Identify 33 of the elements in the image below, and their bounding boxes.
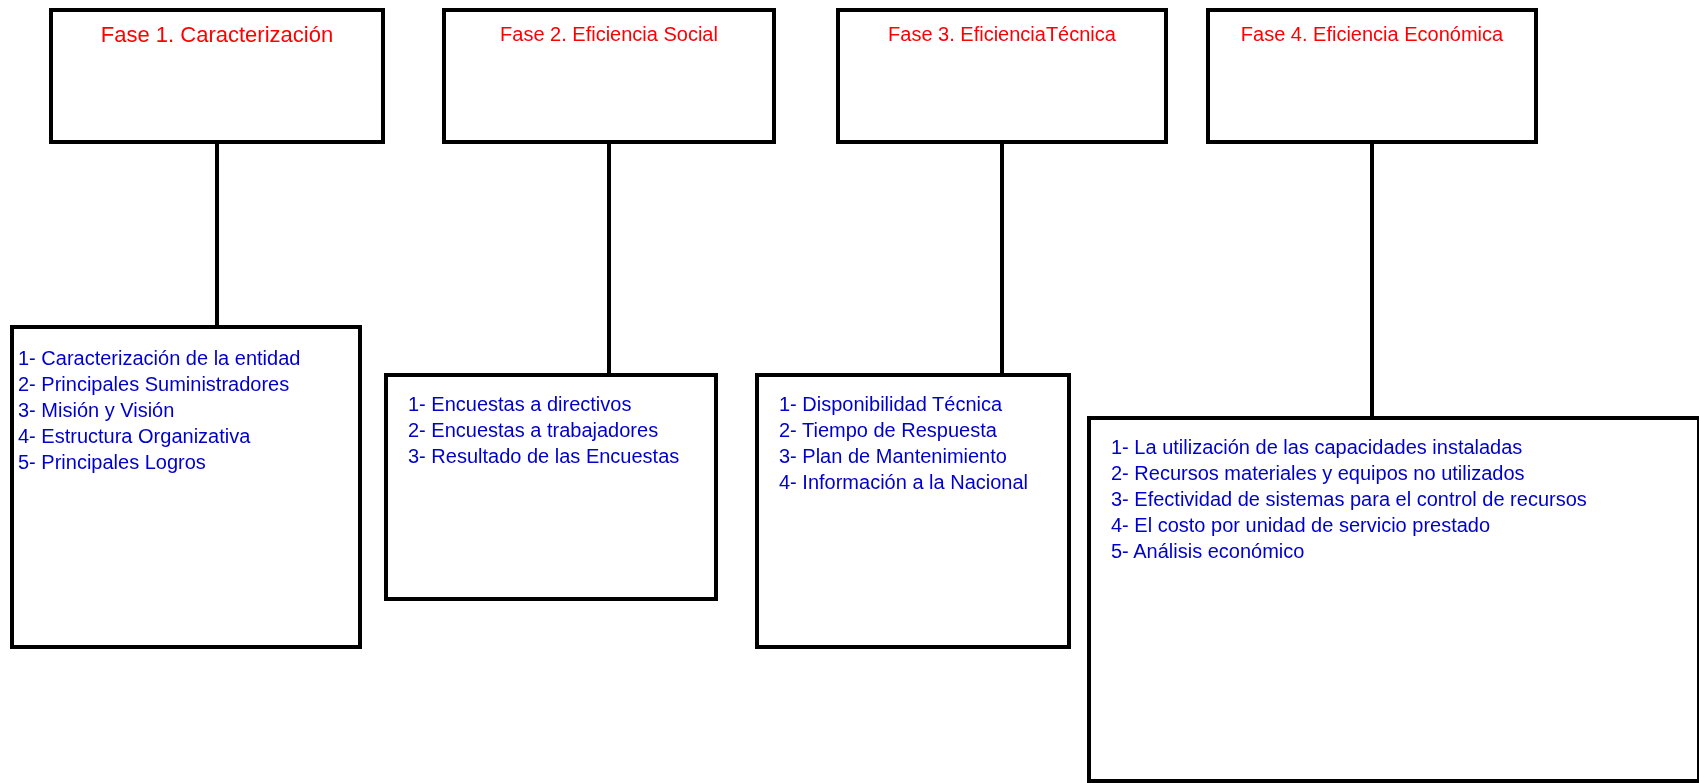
phase-title: Fase 2. Eficiencia Social bbox=[499, 22, 719, 46]
phase-box bbox=[1206, 8, 1538, 144]
list-item: 2- Recursos materiales y equipos no utilizados bbox=[1111, 461, 1526, 486]
list-box bbox=[384, 373, 718, 601]
phase-box bbox=[836, 8, 1168, 144]
phase-box bbox=[49, 8, 385, 144]
list-item: 5- Principales Logros bbox=[18, 450, 207, 475]
list-item: 1- Caracterización de la entidad bbox=[18, 346, 302, 371]
phase-box bbox=[442, 8, 776, 144]
list-box bbox=[1087, 416, 1699, 783]
connector-line bbox=[1370, 144, 1374, 416]
list-item: 2- Encuestas a trabajadores bbox=[408, 418, 660, 443]
phase-title: Fase 3. EficienciaTécnica bbox=[887, 22, 1117, 46]
list-item: 2- Principales Suministradores bbox=[18, 372, 291, 397]
phase-title: Fase 1. Caracterización bbox=[99, 22, 335, 49]
list-item: 4- Estructura Organizativa bbox=[18, 424, 252, 449]
list-item: 3- Plan de Mantenimiento bbox=[779, 444, 1008, 469]
connector-line bbox=[607, 144, 611, 373]
list-item: 1- Disponibilidad Técnica bbox=[779, 392, 1004, 417]
list-item: 3- Misión y Visión bbox=[18, 398, 176, 423]
list-item: 1- Encuestas a directivos bbox=[408, 392, 633, 417]
connector-line bbox=[1000, 144, 1004, 373]
list-box bbox=[10, 325, 362, 649]
list-item: 3- Efectividad de sistemas para el control de recursos bbox=[1111, 487, 1588, 512]
list-item: 4- El costo por unidad de servicio prestado bbox=[1111, 513, 1492, 538]
list-item: 1- La utilización de las capacidades instaladas bbox=[1111, 435, 1524, 460]
list-item: 2- Tiempo de Respuesta bbox=[779, 418, 998, 443]
list-item: 5- Análisis económico bbox=[1111, 539, 1306, 564]
phase-title: Fase 4. Eficiencia Económica bbox=[1239, 22, 1505, 46]
list-box bbox=[755, 373, 1071, 649]
list-item: 4- Información a la Nacional bbox=[779, 470, 1029, 495]
list-item: 3- Resultado de las Encuestas bbox=[408, 444, 681, 469]
connector-line bbox=[215, 144, 219, 325]
